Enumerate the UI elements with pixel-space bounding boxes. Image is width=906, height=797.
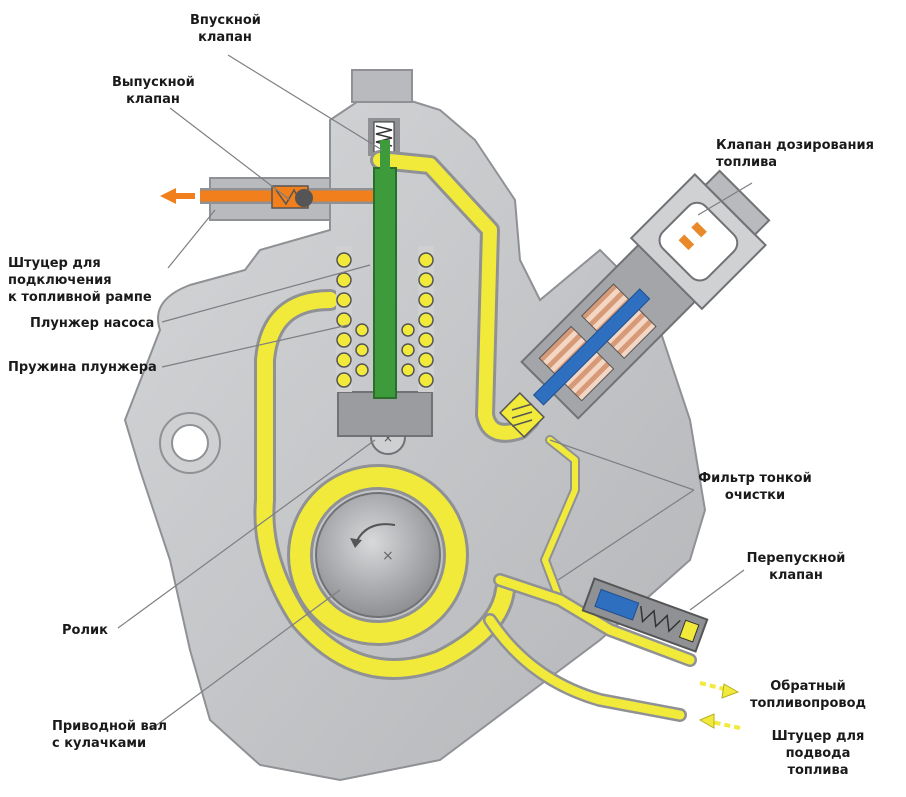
label-fine-filter: Фильтр тонкой очистки [698, 471, 812, 503]
svg-text:×: × [383, 431, 393, 445]
label-metering-valve: Клапан дозирования топлива [716, 138, 874, 170]
inlet-valve-housing [351, 69, 413, 156]
plunger-spring [336, 246, 434, 392]
pump-plunger [373, 140, 397, 399]
arrow-icon [721, 683, 740, 699]
camshaft: × [315, 492, 441, 618]
label-rail-connector: Штуцер для подключения к топливной рампе [8, 256, 152, 305]
label-bypass-valve: Перепускной клапан [746, 551, 846, 583]
metering-valve [499, 169, 771, 438]
label-supply-connector: Штуцер для подвода топлива [771, 729, 865, 778]
bypass-valve [581, 577, 709, 653]
leader-lines [117, 54, 753, 731]
label-return-line: Обратный топливопровод [749, 679, 867, 711]
high-pressure-outlet [160, 177, 395, 221]
svg-text:×: × [382, 548, 394, 564]
label-outlet-valve: Выпускной клапан [112, 75, 195, 107]
label-plunger-spring: Пружина плунжера [8, 360, 157, 375]
metering-spring [499, 392, 545, 438]
arrow-icon [698, 713, 715, 729]
label-inlet-valve: Впускной клапан [190, 13, 261, 45]
label-plunger: Плунжер насоса [30, 316, 155, 331]
label-camshaft: Приводной вал с кулачками [52, 719, 168, 751]
label-roller: Ролик [62, 623, 108, 638]
